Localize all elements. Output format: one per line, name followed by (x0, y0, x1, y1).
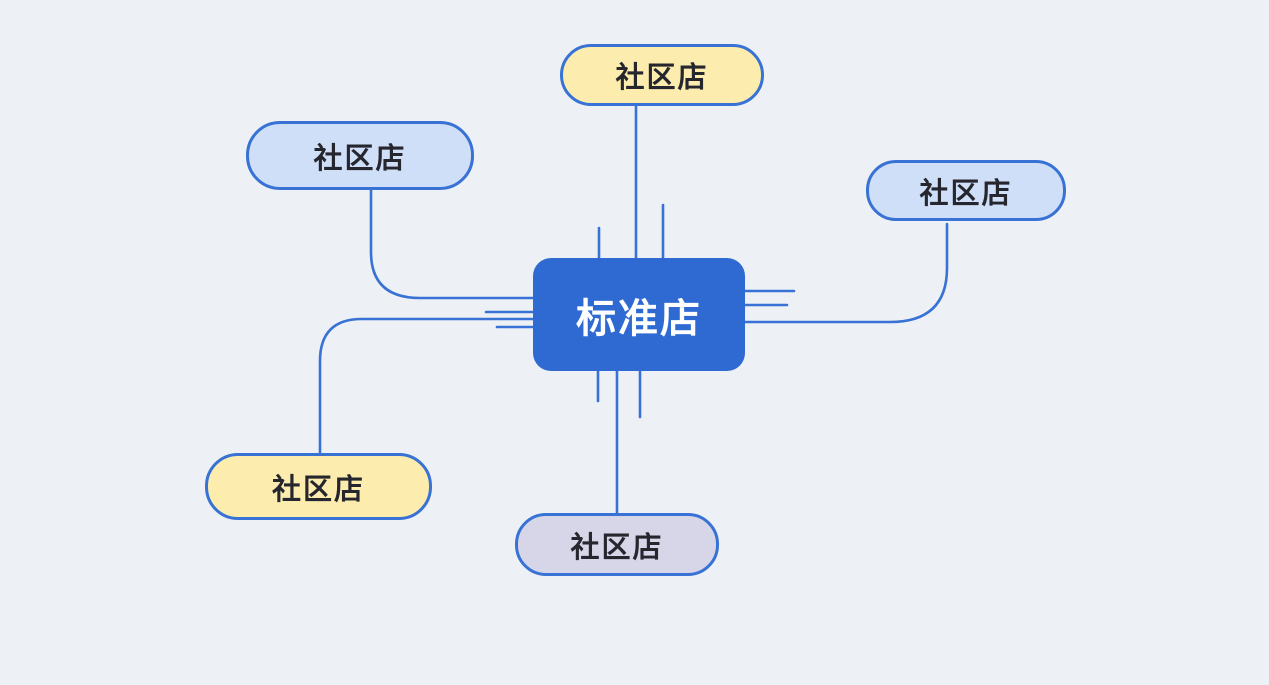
satellite-node-label: 社区店 (313, 142, 407, 175)
center-node-label: 标准店 (576, 296, 702, 341)
center-node: 标准店 (533, 258, 745, 371)
connector-lower-left (318, 317, 547, 458)
satellite-node-bottom: 社区店 (515, 513, 719, 576)
satellite-node-label: 社区店 (271, 473, 365, 506)
satellite-node-label: 社区店 (570, 531, 664, 564)
satellite-node-label: 社区店 (615, 62, 709, 94)
connector-upper-left (369, 186, 547, 300)
satellite-node-lower-left: 社区店 (205, 453, 432, 520)
satellite-node-right: 社区店 (866, 160, 1066, 221)
connector-right (736, 222, 949, 324)
satellite-node-top: 社区店 (560, 44, 764, 106)
satellite-node-label: 社区店 (919, 177, 1013, 210)
satellite-node-upper-left: 社区店 (246, 121, 474, 190)
